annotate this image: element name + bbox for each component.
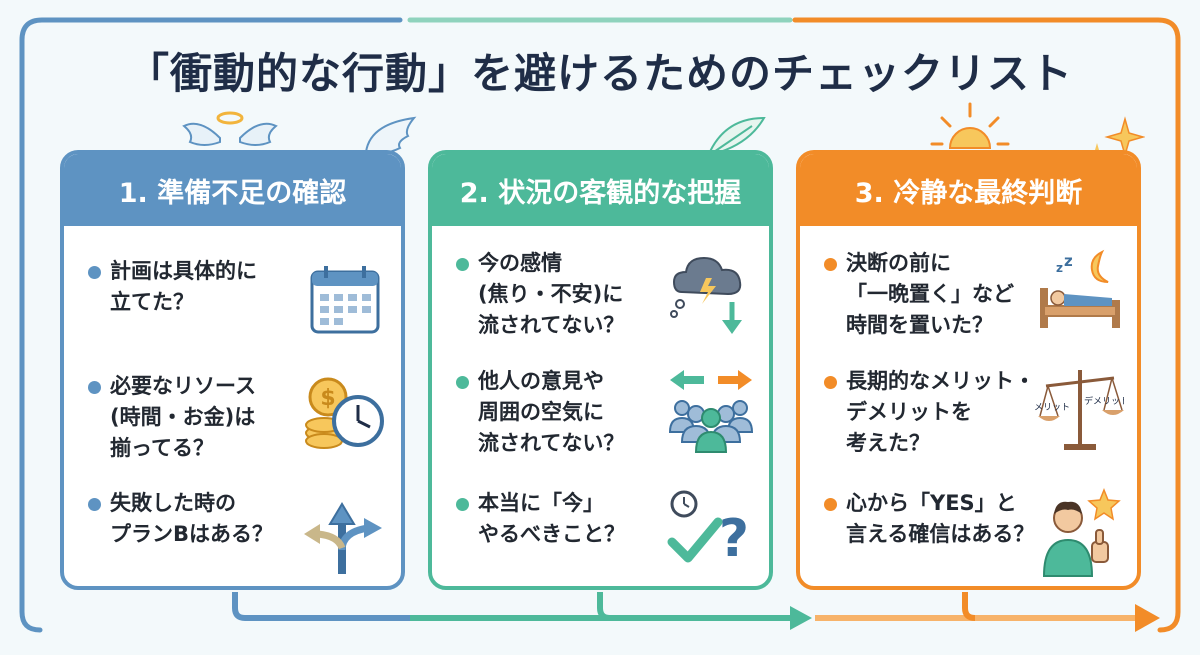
scale-label-merit: メリット <box>1034 403 1070 413</box>
scale-icon: メリット デメリット <box>1034 370 1124 450</box>
check-question-icon: ? <box>667 490 749 569</box>
calendar-icon <box>310 266 380 334</box>
storm-cloud-icon <box>670 256 742 334</box>
check-item: 心から「YES」と 言える確信はある？ <box>824 488 1124 586</box>
card-header: 2. 状況の客観的な把握 <box>432 154 769 226</box>
angel-wings-icon <box>182 111 278 146</box>
item-text: 心から「YES」と 言える確信はある？ <box>846 491 1035 546</box>
bullet-dot <box>824 376 837 389</box>
thumbs-up-person-icon <box>1042 488 1121 577</box>
item-text: 決断の前に 「一晩置く」など 時間を置いた？ <box>846 251 1014 337</box>
check-item: 長期的なメリット・ デメリットを 考えた？ メリット デメリット <box>824 366 1124 466</box>
card-preparation: 1. 準備不足の確認 計画は具体的に 立てた？ 必要なリソース (時間・お金)は… <box>60 150 405 590</box>
card-header: 1. 準備不足の確認 <box>64 154 401 226</box>
bullet-dot <box>88 266 101 279</box>
card-header: 3. 冷静な最終判断 <box>800 154 1137 226</box>
check-item: 決断の前に 「一晩置く」など 時間を置いた？ z z <box>824 248 1124 348</box>
svg-text:$: $ <box>320 386 335 411</box>
bullet-dot <box>88 498 101 511</box>
sleeping-bed-icon: z z <box>1040 249 1120 328</box>
card-final-judgment: 3. 冷静な最終判断 決断の前に 「一晩置く」など 時間を置いた？ z z 長期… <box>796 150 1141 590</box>
scale-label-demerit: デメリット <box>1084 395 1124 407</box>
page-title: 「衝動的な行動」を避けるためのチェックリスト <box>126 49 1073 98</box>
svg-text:z: z <box>1064 252 1073 270</box>
item-text: 他人の意見や 周囲の空気に 流されてない？ <box>478 369 625 455</box>
item-text: 必要なリソース (時間・お金)は 揃ってる？ <box>110 374 256 460</box>
check-item: 本当に「今」 やるべきこと？ ? <box>456 488 756 586</box>
sun-icon <box>930 102 1010 149</box>
bullet-dot <box>88 381 101 394</box>
bullet-dot <box>824 498 837 511</box>
item-text: 今の感情 (焦り・不安)に 流されてない？ <box>478 251 625 337</box>
item-text: 失敗した時の プランBはある？ <box>110 491 274 546</box>
item-text: 本当に「今」 やるべきこと？ <box>478 491 625 546</box>
check-item: 計画は具体的に 立てた？ <box>88 256 388 356</box>
svg-text:?: ? <box>719 509 749 569</box>
item-text: 計画は具体的に 立てた？ <box>110 259 257 314</box>
branching-arrows-icon <box>304 502 382 574</box>
check-item: 失敗した時の プランBはある？ <box>88 488 388 586</box>
check-item: 今の感情 (焦り・不安)に 流されてない？ <box>456 248 756 348</box>
card-objective-view: 2. 状況の客観的な把握 今の感情 (焦り・不安)に 流されてない？ 他人の意見… <box>428 150 773 590</box>
item-text: 長期的なメリット・ デメリットを 考えた？ <box>846 369 1035 455</box>
bullet-dot <box>456 498 469 511</box>
bullet-dot <box>456 376 469 389</box>
coins-clock-icon: $ <box>305 377 384 449</box>
crowd-icon <box>668 370 754 453</box>
check-item: 他人の意見や 周囲の空気に 流されてない？ <box>456 366 756 466</box>
svg-text:z: z <box>1056 261 1063 275</box>
bullet-dot <box>456 258 469 271</box>
check-item: 必要なリソース (時間・お金)は 揃ってる？ $ <box>88 371 388 471</box>
bullet-dot <box>824 258 837 271</box>
